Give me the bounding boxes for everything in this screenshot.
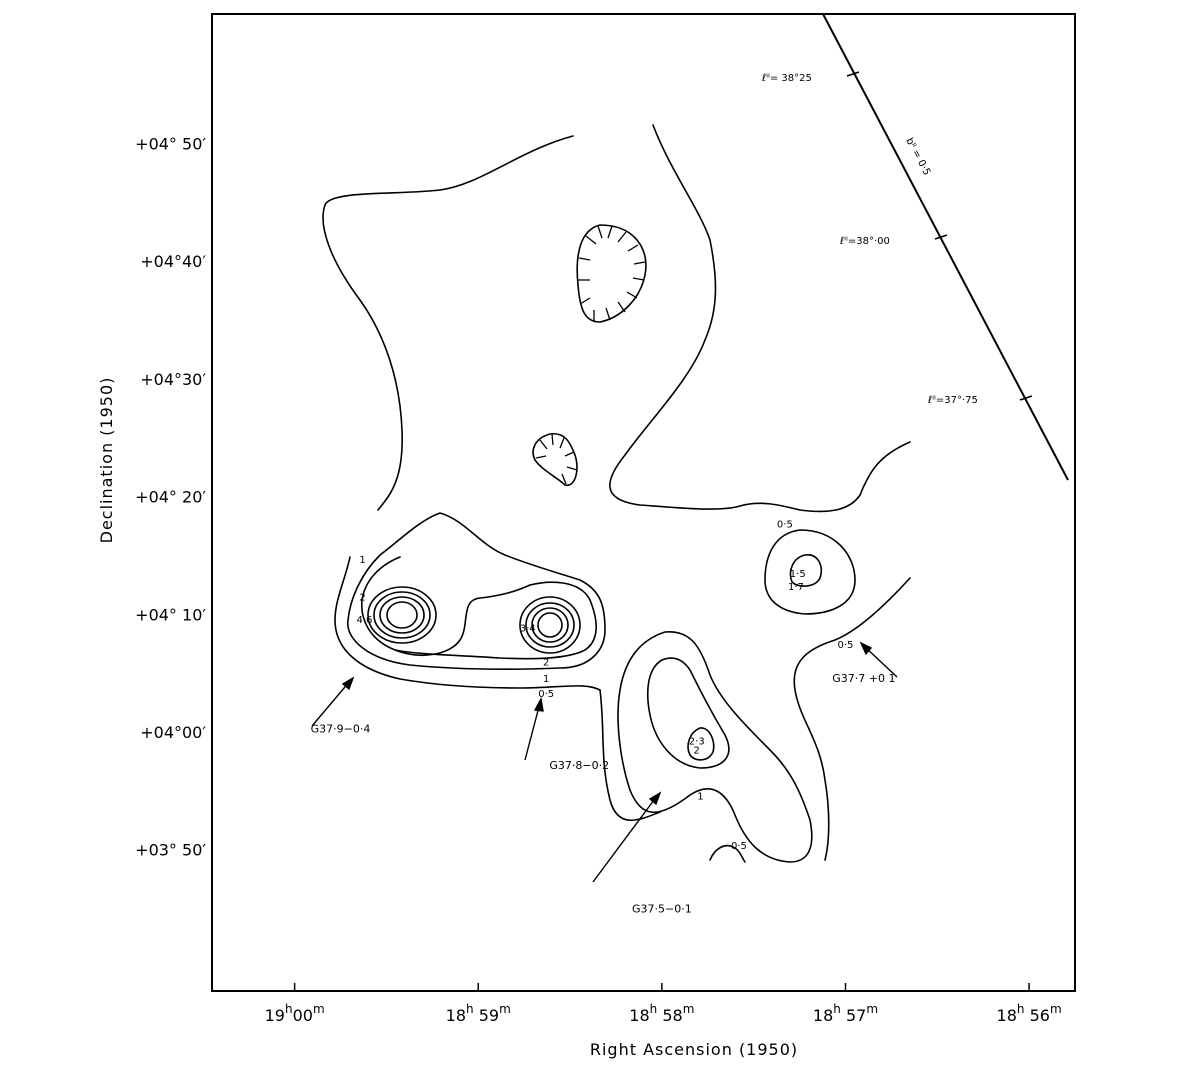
peak-label-2: 2·3 bbox=[689, 736, 705, 747]
contour-label-3: 1 bbox=[543, 674, 549, 685]
arrow-g37.9-head bbox=[341, 676, 355, 691]
galactic-tick-2 bbox=[934, 234, 948, 240]
y-tick-label-4: +04° 10′ bbox=[135, 605, 206, 624]
arrow-g37.8-head bbox=[533, 696, 544, 712]
y-tick-label-2: +04°30′ bbox=[140, 370, 206, 389]
y-tick-label-6: +03° 50′ bbox=[135, 841, 206, 860]
contour-peak-a-4 bbox=[386, 601, 418, 629]
contour-peak-b-2 bbox=[525, 602, 575, 648]
arrow-g37.7 bbox=[863, 645, 898, 678]
x-tick-label-1: 18h 59m bbox=[446, 1002, 511, 1025]
galactic-tick-1 bbox=[846, 71, 860, 77]
galactic-tick-3 bbox=[1019, 395, 1033, 401]
arrow-g37.5 bbox=[592, 795, 658, 883]
galactic-mark-3-label: ℓᴵᴵ=37°·75 bbox=[928, 395, 978, 406]
depression-south bbox=[532, 432, 578, 486]
depression-hachures bbox=[535, 225, 646, 485]
galactic-mark-2-label: ℓᴵᴵ=38°·00 bbox=[840, 236, 890, 247]
contour-label-6: 1 bbox=[697, 792, 703, 803]
galactic-latitude-line: ℓᴵᴵ= 38°25 ℓᴵᴵ=38°·00 ℓᴵᴵ=37°·75 bᴵᴵ = 0… bbox=[762, 13, 1069, 481]
contour-0.5-south-west bbox=[334, 556, 601, 691]
x-axis-title: Right Ascension (1950) bbox=[590, 1040, 798, 1059]
contour-label-10: 0·5 bbox=[838, 640, 854, 651]
y-tick-label-3: +04° 20′ bbox=[135, 488, 206, 507]
contour-0.5-bottom bbox=[709, 844, 746, 863]
contour-level-labels: 1 2 2 1 0·5 2 1 0·5 0·5 1·5 0·5 bbox=[359, 520, 853, 852]
contour-1.7-east bbox=[789, 554, 822, 587]
contour-0.5-north-east bbox=[609, 124, 911, 513]
source-label-2: G37·5−0·1 bbox=[632, 903, 692, 916]
source-arrows bbox=[311, 641, 898, 883]
peak-labels: 4·6 3·4 2·3 1·7 bbox=[356, 582, 803, 747]
contour-peak-a-1 bbox=[367, 586, 437, 644]
y-axis: +04° 50′ +04°40′ +04°30′ +04° 20′ +04° 10′ +0… bbox=[135, 134, 206, 859]
galactic-mark-1-label: ℓᴵᴵ= 38°25 bbox=[762, 73, 812, 84]
galactic-line bbox=[822, 13, 1069, 481]
peak-label-1: 3·4 bbox=[520, 623, 536, 634]
y-tick-label-1: +04°40′ bbox=[140, 252, 206, 271]
contour-label-2: 2 bbox=[543, 657, 549, 668]
plot-frame bbox=[211, 13, 1076, 992]
y-axis-title: Declination (1950) bbox=[97, 377, 116, 544]
y-tick-label-5: +04°00′ bbox=[140, 723, 206, 742]
contour-2-central bbox=[646, 657, 730, 769]
contour-peak-a-3 bbox=[379, 596, 425, 634]
contour-2-main bbox=[360, 556, 597, 660]
contour-1-main bbox=[347, 512, 606, 671]
contour-label-7: 0·5 bbox=[731, 841, 747, 852]
galactic-line-label: bᴵᴵ = 0·5 bbox=[903, 136, 932, 177]
depression-north bbox=[576, 224, 647, 323]
arrow-g37.9 bbox=[311, 680, 351, 727]
y-tick-label-0: +04° 50′ bbox=[135, 134, 206, 153]
x-tick-label-2: 18h 58m bbox=[629, 1002, 694, 1025]
source-label-0: G37·9−0·4 bbox=[311, 723, 371, 736]
contour-0.5-main bbox=[322, 135, 574, 511]
contour-peak-b-1 bbox=[519, 596, 581, 654]
x-tick-label-3: 18h 57m bbox=[813, 1002, 878, 1025]
x-tick-label-4: 18h 56m bbox=[997, 1002, 1062, 1025]
peak-label-0: 4·6 bbox=[356, 615, 372, 626]
arrow-g37.7-head bbox=[859, 641, 873, 656]
source-label-1: G37·8−0·2 bbox=[549, 759, 609, 772]
x-axis: 19h00m 18h 59m 18h 58m 18h 57m 18h 56m bbox=[265, 983, 1062, 1025]
arrow-g37.5-head bbox=[648, 791, 662, 806]
contour-label-9: 1·5 bbox=[790, 569, 806, 580]
contour-label-8: 0·5 bbox=[777, 520, 793, 531]
source-label-3: G37·7 +0 1 bbox=[832, 672, 895, 685]
contour-peak-a-2 bbox=[373, 591, 431, 639]
contour-peak-b-4 bbox=[537, 612, 563, 638]
contour-peak-b-3 bbox=[531, 607, 569, 643]
contour-label-4: 0·5 bbox=[538, 689, 554, 700]
contour-label-1: 2 bbox=[359, 593, 365, 604]
peak-label-3: 1·7 bbox=[788, 582, 804, 593]
contour-1.5-east bbox=[764, 529, 856, 615]
contour-2.3-central bbox=[687, 727, 715, 761]
contour-1-central bbox=[617, 631, 813, 863]
contour-label-5: 2 bbox=[694, 746, 700, 757]
contour-0.5-east bbox=[793, 577, 911, 861]
contour-label-0: 1 bbox=[359, 555, 365, 566]
contours bbox=[322, 124, 911, 863]
arrow-g37.8 bbox=[524, 702, 541, 761]
x-tick-label-0: 19h00m bbox=[265, 1002, 325, 1025]
